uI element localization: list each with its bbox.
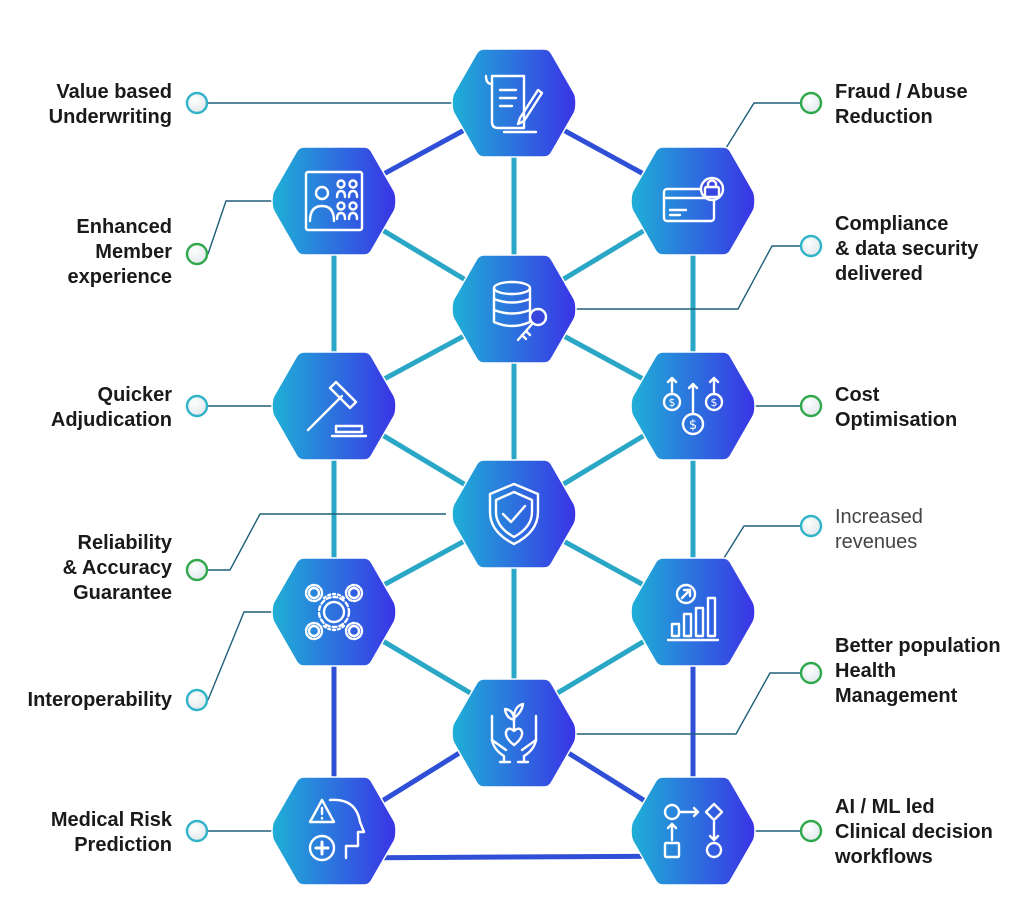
hex-fraud — [630, 146, 756, 256]
hex-revenues — [630, 557, 756, 667]
hex-interop — [271, 557, 397, 667]
connector-dot — [799, 661, 823, 685]
label-fraud-abuse-reduction: Fraud / Abuse Reduction — [835, 81, 968, 128]
hands-heart-plant-icon — [490, 702, 538, 764]
hex-adjudication — [271, 351, 397, 461]
connector-dot — [799, 91, 823, 115]
hex-population — [451, 678, 577, 788]
label-medical-risk-prediction: Medical Risk Prediction — [50, 809, 172, 856]
svg-text:$: $ — [711, 396, 718, 409]
workflow-flowchart-icon — [663, 802, 724, 859]
database-key-icon — [492, 280, 548, 342]
leader-lines — [207, 102, 800, 832]
hex-risk — [271, 776, 397, 886]
hex-member — [271, 146, 397, 256]
hex-underwriting — [451, 48, 577, 158]
head-warning-medical-icon — [308, 798, 366, 862]
shield-check-icon — [488, 482, 540, 546]
svg-text:$: $ — [689, 418, 697, 433]
connector-dot — [799, 394, 823, 418]
connector-dot — [185, 394, 209, 418]
connector-dot — [799, 234, 823, 258]
connector-dot — [185, 688, 209, 712]
label-interoperability: Interoperability — [27, 689, 172, 711]
label-compliance-data-security: Compliance & data security delivered — [835, 213, 979, 285]
document-pen-icon — [484, 74, 544, 134]
connector-dot — [185, 558, 209, 582]
hex-security — [451, 254, 577, 364]
connector-dot — [185, 91, 209, 115]
label-enhanced-member-experience: Enhanced Member experience — [67, 216, 172, 288]
connector-dot — [185, 242, 209, 266]
hex-aiml — [630, 776, 756, 886]
hexagon-nodes — [271, 48, 756, 886]
label-better-population-health: Better population Health Management — [835, 635, 1001, 707]
growth-bar-chart-icon — [666, 583, 720, 642]
gears-cycle-icon — [304, 583, 364, 641]
family-portrait-icon — [304, 170, 364, 232]
dollar-arrows-icon: $ $ $ — [662, 376, 724, 436]
connector-dot — [799, 514, 823, 538]
label-reliability-accuracy: Reliability & Accuracy Guarantee — [62, 532, 172, 604]
locked-credit-card-icon — [662, 176, 725, 223]
label-value-based-underwriting: Value based Underwriting — [48, 81, 172, 128]
hex-reliability — [451, 459, 577, 569]
svg-text:$: $ — [669, 396, 676, 409]
label-cost-optimisation: Cost Optimisation — [835, 384, 958, 431]
gavel-icon — [306, 380, 368, 438]
connector-dots — [185, 91, 823, 843]
label-increased-revenues: Increased revenues — [835, 506, 923, 553]
label-quicker-adjudication: Quicker Adjudication — [50, 384, 172, 431]
label-aiml-clinical-workflows: AI / ML led Clinical decision workflows — [835, 796, 993, 868]
connector-dot — [185, 819, 209, 843]
connector-dot — [799, 819, 823, 843]
